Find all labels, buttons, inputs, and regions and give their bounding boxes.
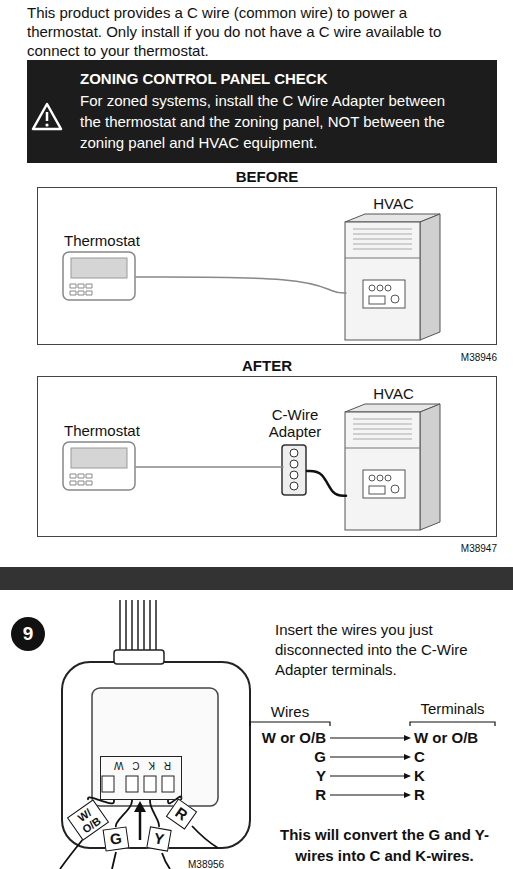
mapping-arrows (330, 756, 404, 757)
adapter-illustration (139, 810, 142, 840)
terminal-name: R (414, 786, 504, 804)
wire-name: G (236, 748, 326, 766)
c-wire-adapter: C-Wire Adapter (283, 446, 307, 496)
wire-tag-label: R (172, 804, 191, 825)
intro-text: This product provides a C wire (common w… (27, 3, 477, 60)
c-wire-adapter-device (290, 449, 298, 457)
mapping-arrows (404, 754, 411, 760)
mapping-arrows (330, 737, 404, 738)
adapter-illustration (134, 801, 146, 812)
adapter-illustration (60, 600, 250, 869)
figure-code: M38947 (440, 540, 497, 558)
after-panel-label: AFTER (38, 357, 496, 374)
adapter-illustration (114, 650, 164, 664)
terminal-name: K (414, 767, 504, 785)
wire (136, 466, 283, 468)
mapping-arrows (404, 773, 411, 779)
wire (307, 471, 346, 496)
warning-banner: ZONING CONTROL PANEL CHECK For zoned syst… (27, 60, 497, 163)
warning-icon (45, 123, 48, 126)
c-wire-adapter-device (282, 445, 306, 495)
wire (136, 277, 346, 293)
wire-tag: R (166, 798, 197, 829)
before-panel-label: BEFORE (38, 168, 496, 185)
wire-tag-label: Y (153, 829, 166, 848)
step-number: 9 (11, 617, 45, 651)
wire-tag-label: G (109, 829, 123, 848)
hvac-unit-label: HVAC (346, 195, 441, 212)
mapping-arrows (330, 775, 404, 776)
warning-banner-label: ZONING CONTROL PANEL CHECK (80, 69, 452, 88)
step-number-label: 9 (23, 623, 34, 645)
wire-name: Y (236, 767, 326, 785)
after-panel: AFTERThermostatC-Wire AdapterHVAC (37, 376, 497, 537)
wire-name: R (236, 786, 326, 804)
mapping-arrows (404, 735, 411, 741)
column-heading: Terminals (405, 700, 500, 718)
thermostat-device (63, 442, 135, 490)
thermostat-device (63, 252, 135, 300)
before-panel: BEFOREThermostatHVAC (37, 187, 497, 345)
c-wire-adapter-label: C-Wire Adapter (260, 406, 330, 440)
terminal-block-label: R K C W (101, 759, 181, 771)
instruction-text: Insert the wires you just disconnected i… (275, 620, 470, 680)
thermostat: Thermostat (64, 443, 136, 491)
adapter-illustration (120, 600, 156, 652)
figure-code: M38956 (188, 856, 238, 869)
note-text: This will convert the G and Y-wires into… (262, 824, 507, 866)
c-wire-adapter-device (290, 471, 298, 479)
adapter-illustration (102, 776, 114, 792)
column-heading: Wires (250, 703, 330, 721)
wire-tag-label: W/ O/B (71, 803, 104, 836)
hvac-unit: HVAC (346, 405, 441, 531)
hvac-unit: HVAC (346, 215, 441, 341)
wire (116, 800, 132, 826)
adapter-illustration (62, 662, 250, 848)
warning-icon (46, 112, 49, 121)
mapping-arrows (404, 792, 411, 798)
hvac-cabinet (345, 404, 440, 530)
c-wire-adapter-device (290, 460, 298, 468)
c-wire-adapter-device (290, 482, 298, 490)
hvac-cabinet (345, 214, 440, 340)
thermostat-label: Thermostat (64, 422, 140, 439)
adapter-illustration (92, 688, 218, 806)
section-band (0, 567, 513, 590)
warning-icon (33, 104, 61, 129)
thermostat-label: Thermostat (64, 232, 140, 249)
terminal-name: W or O/B (414, 729, 504, 747)
warning-banner-body: For zoned systems, install the C Wire Ad… (80, 90, 452, 153)
mapping-arrows (330, 794, 404, 795)
wire-tag: G (103, 826, 130, 851)
thermostat: Thermostat (64, 253, 136, 301)
wire-tag: Y (146, 826, 172, 851)
adapter-illustration (126, 776, 138, 792)
hvac-unit-label: HVAC (346, 385, 441, 402)
figure-code: M38946 (440, 349, 497, 367)
wire (150, 800, 159, 826)
wire-name: W or O/B (236, 729, 326, 747)
warning-icon (33, 104, 61, 129)
mapping-arrows (250, 722, 495, 726)
c-wire-adapter-device (282, 445, 306, 495)
terminal-block: R K C W (100, 756, 182, 800)
adapter-illustration (144, 776, 156, 792)
terminal-name: C (414, 748, 504, 766)
adapter-illustration (162, 776, 174, 792)
